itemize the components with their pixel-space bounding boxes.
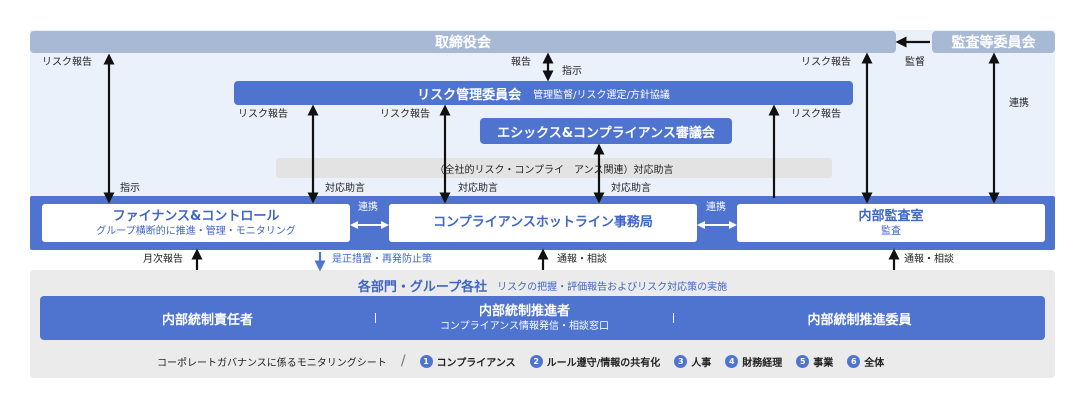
- role-divider-2: [673, 313, 674, 323]
- role-responsible-label: 内部統制責任者: [161, 312, 253, 328]
- finance-subtitle: グループ横断的に推進・管理・モニタリング: [96, 225, 296, 237]
- finance-title: ファイナンス&コントロール: [112, 208, 280, 224]
- legend-number-badge: 4: [725, 354, 739, 368]
- role-committee-label: 内部統制推進委員: [807, 312, 912, 328]
- risk-committee-box: リスク管理委員会 管理監督/リスク選定/方針協議: [234, 81, 853, 105]
- audit-committee-bar: 監査等委員会: [932, 31, 1055, 53]
- legend-item-label: 事業: [813, 357, 834, 369]
- role-committee: 内部統制推進委員: [674, 309, 1045, 328]
- depts-subtitle: リスクの把握・評価報告およびリスク対応策の実施: [497, 281, 728, 293]
- label-link-a: 連携: [358, 202, 378, 213]
- role-divider-1: [375, 313, 376, 323]
- label-advice-a: 対応助言: [325, 183, 365, 194]
- hotline-box: コンプライアンスホットライン事務局: [389, 204, 697, 242]
- role-promoter: 内部統制推進者 コンプライアンス情報発信・相談窓口: [376, 304, 673, 333]
- legend-item-label: ルール遵守/情報の共有化: [546, 357, 661, 369]
- role-promoter-label: 内部統制推進者: [478, 303, 570, 319]
- legend-item-label: 全体: [864, 357, 885, 369]
- finance-box: ファイナンス&コントロール グループ横断的に推進・管理・モニタリング: [42, 204, 350, 242]
- label-advice-b: 対応助言: [458, 183, 498, 194]
- legend-title: コーポレートガバナンスに係るモニタリングシート: [157, 357, 387, 369]
- label-instruction-top: 指示: [562, 66, 582, 77]
- depts-title: 各部門・グループ各社: [357, 279, 488, 295]
- label-correction: 是正措置・再発防止策: [332, 254, 432, 265]
- label-notify-a: 通報・相談: [557, 254, 607, 265]
- roles-bar: 内部統制責任者 内部統制推進者 コンプライアンス情報発信・相談窓口 内部統制推進…: [40, 296, 1045, 340]
- label-notify-b: 通報・相談: [904, 254, 954, 265]
- label-supervision: 監督: [905, 57, 925, 68]
- label-risk-report-b: リスク報告: [380, 109, 430, 120]
- hotline-title: コンプライアンスホットライン事務局: [433, 215, 653, 230]
- legend-number-badge: 5: [796, 354, 810, 368]
- audit-office-subtitle: 監査: [881, 225, 901, 237]
- advice-bar-label: （全社的リスク・コンプライ アンス関連）対応助言: [434, 164, 674, 176]
- legend-number-badge: 1: [419, 354, 433, 368]
- legend-number-badge: 6: [847, 354, 861, 368]
- audit-committee-label: 監査等委員会: [951, 35, 1036, 51]
- label-risk-report-right-top: リスク報告: [801, 57, 851, 68]
- legend-slash: /: [400, 353, 406, 369]
- label-report: 報告: [511, 57, 531, 68]
- risk-committee-title: リスク管理委員会: [417, 87, 522, 103]
- legend-number-badge: 2: [529, 354, 543, 368]
- audit-office-title: 内部監査室: [858, 208, 924, 224]
- label-monthly-report: 月次報告: [143, 254, 183, 265]
- depts-header: 各部門・グループ各社 リスクの把握・評価報告およびリスク対応策の実施: [30, 276, 1055, 295]
- risk-committee-subtitle: 管理監督/リスク選定/方針協議: [533, 89, 670, 101]
- label-instruction: 指示: [120, 183, 140, 194]
- legend-item-label: コンプライアンス: [436, 357, 516, 369]
- label-advice-c: 対応助言: [611, 183, 651, 194]
- board-bar: 取締役会: [30, 31, 896, 53]
- label-risk-report-c: リスク報告: [791, 109, 841, 120]
- advice-bar: （全社的リスク・コンプライ アンス関連）対応助言: [276, 158, 832, 178]
- label-cooperation-right: 連携: [1009, 98, 1029, 109]
- ethics-council-box: エシックス&コンプライアンス審議会: [480, 118, 732, 144]
- legend-item-label: 人事: [691, 357, 712, 369]
- ethics-council-title: エシックス&コンプライアンス審議会: [497, 125, 715, 141]
- label-risk-report-left: リスク報告: [42, 57, 92, 68]
- legend-number-badge: 3: [674, 354, 688, 368]
- role-promoter-sub: コンプライアンス情報発信・相談窓口: [439, 320, 610, 332]
- board-label: 取締役会: [435, 35, 491, 51]
- audit-office-box: 内部監査室 監査: [737, 204, 1045, 242]
- legend-item-label: 財務経理: [742, 357, 783, 369]
- role-responsible: 内部統制責任者: [40, 309, 375, 328]
- label-risk-report-a: リスク報告: [238, 109, 288, 120]
- label-link-b: 連携: [706, 202, 726, 213]
